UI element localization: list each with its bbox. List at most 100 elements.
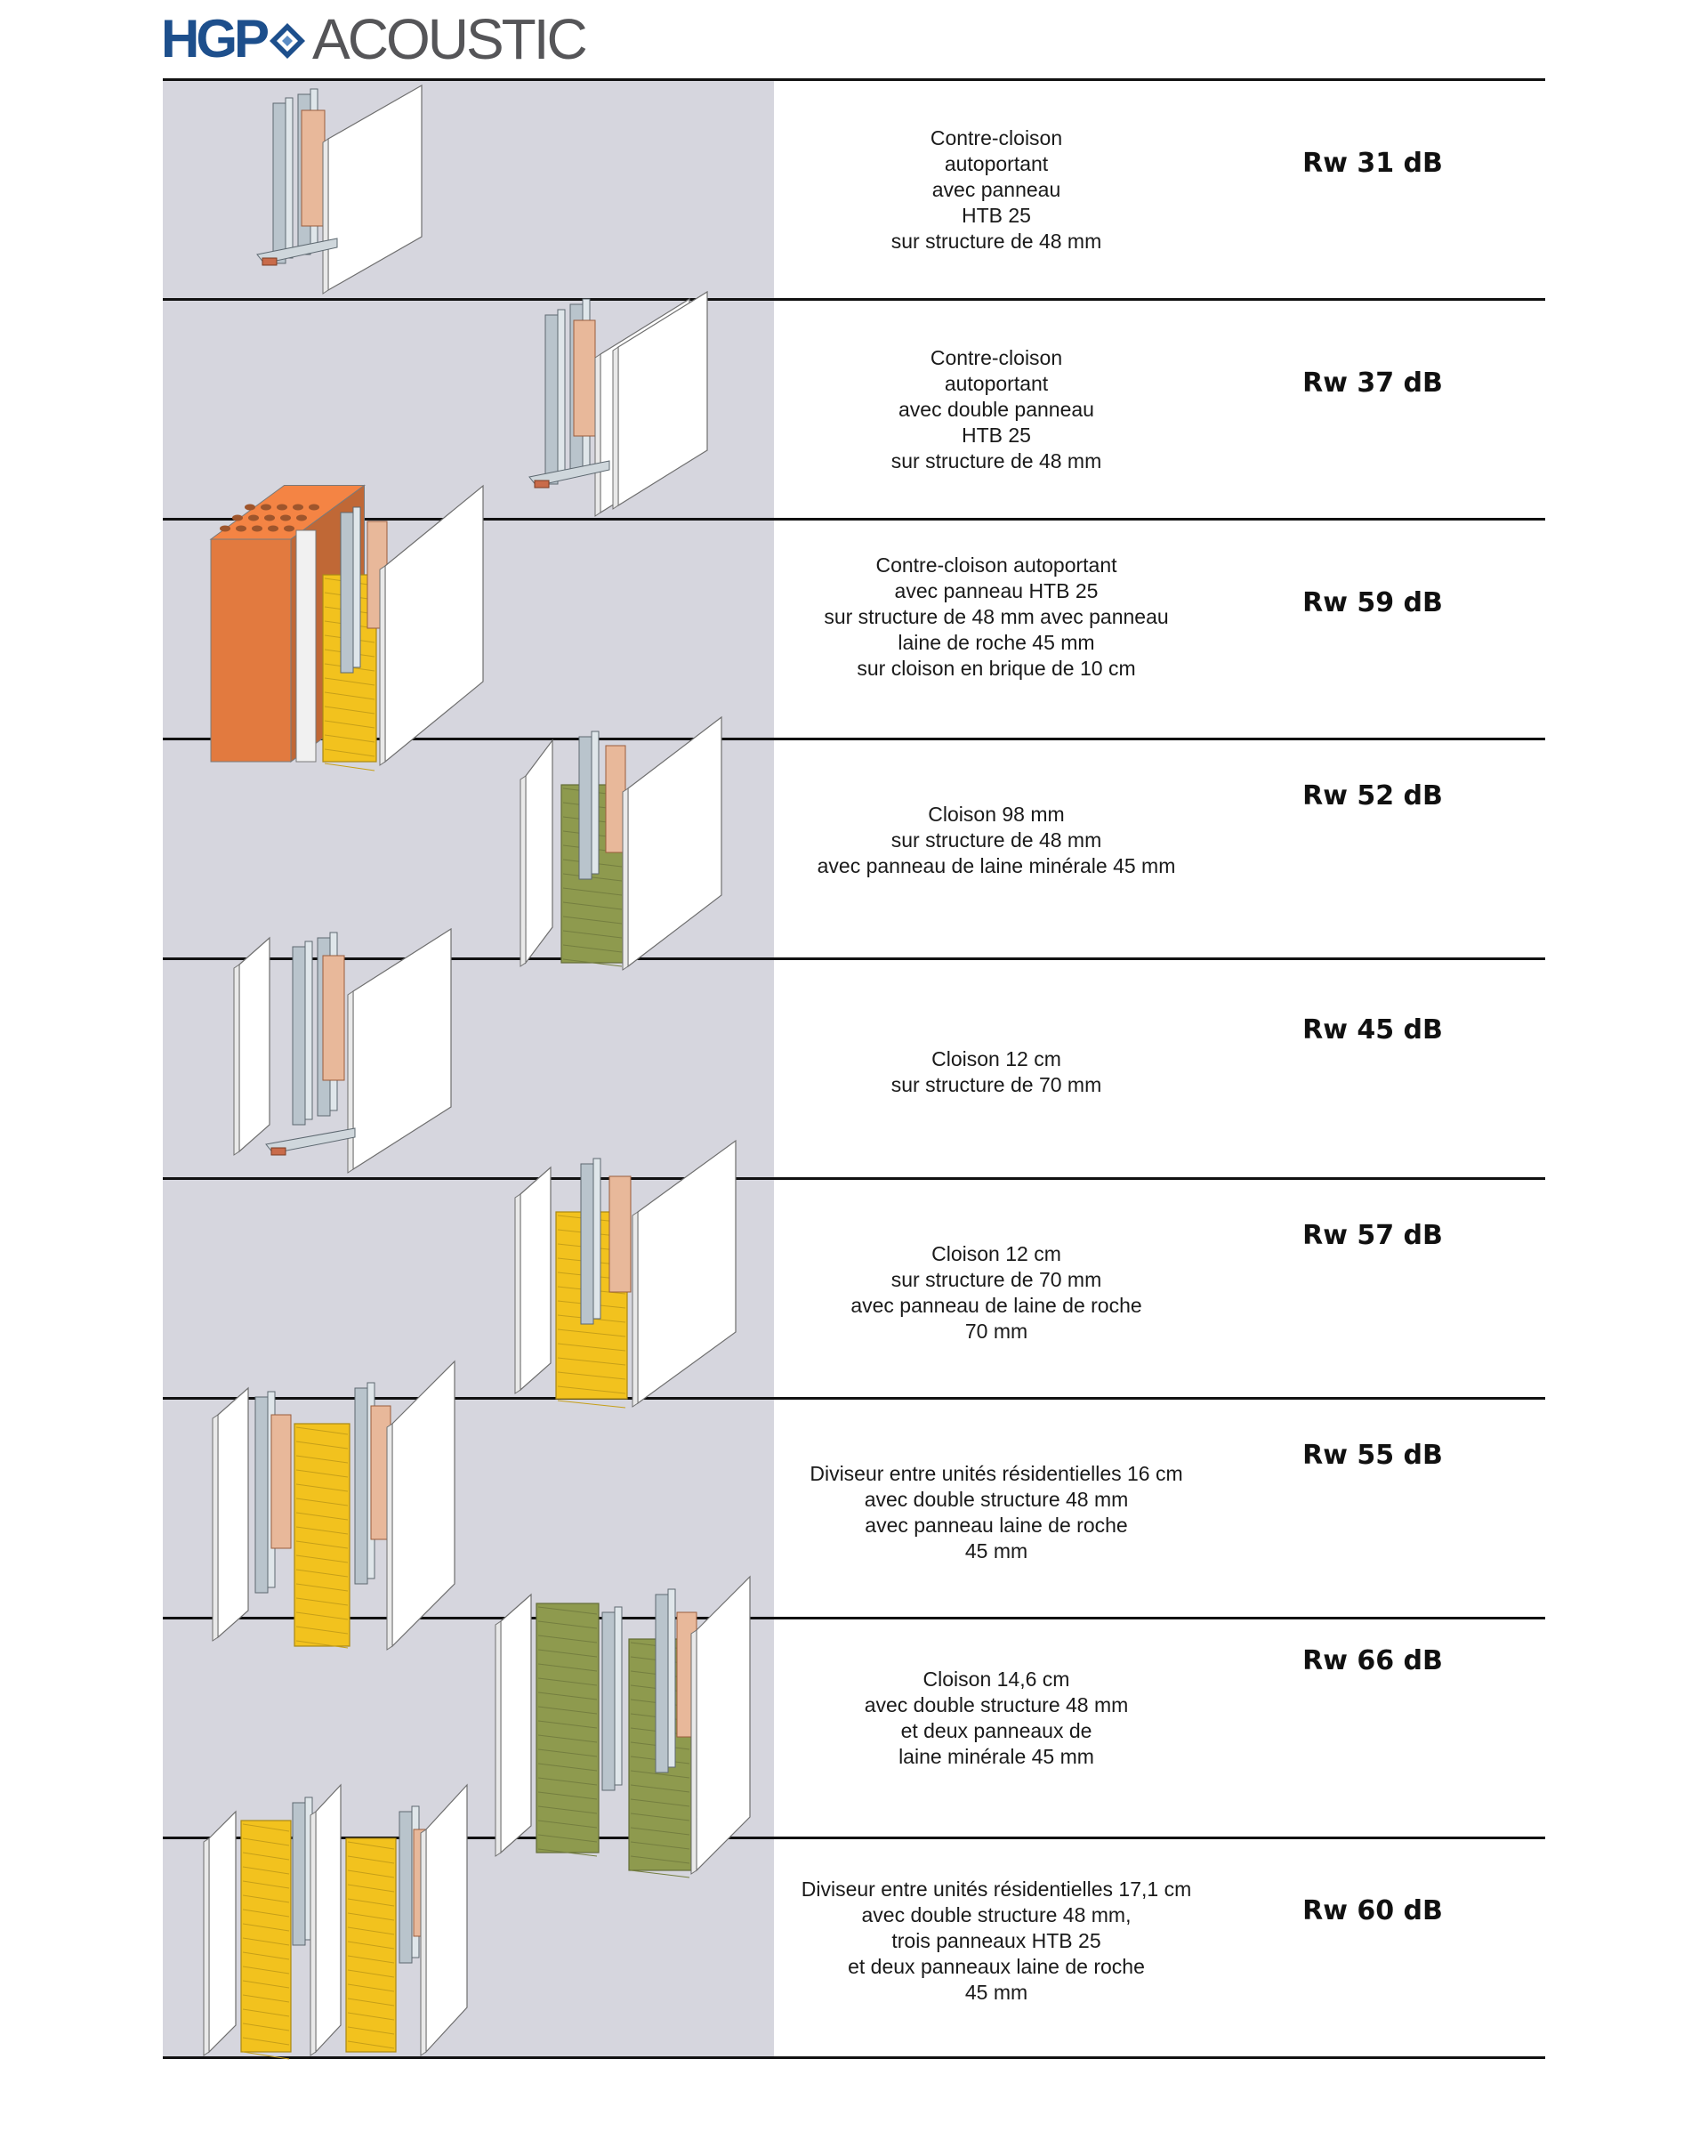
stud bbox=[340, 512, 354, 674]
rock-wool-panel-second-fiber bbox=[347, 1983, 395, 1992]
mineral-wool-panel-fiber bbox=[537, 1834, 598, 1843]
floor-track bbox=[528, 460, 610, 487]
rock-wool-panel-second-fiber bbox=[347, 1998, 395, 2007]
brick-cell bbox=[280, 514, 291, 521]
partition-drawing bbox=[514, 1139, 737, 1409]
mineral-wool-panel-fiber bbox=[537, 1692, 598, 1700]
stud-flange bbox=[557, 309, 566, 480]
row-separator bbox=[163, 1837, 1545, 1839]
stud-insert bbox=[608, 1175, 632, 1293]
stud bbox=[254, 1396, 269, 1594]
rock-wool-panel bbox=[240, 1820, 292, 2053]
stud-flange bbox=[285, 97, 294, 259]
plasterboard-back bbox=[238, 936, 270, 1153]
partition-drawing bbox=[209, 484, 484, 771]
mineral-wool-panel bbox=[536, 1603, 600, 1853]
plasterboard bbox=[384, 484, 484, 763]
stud-flange bbox=[352, 506, 361, 668]
stud bbox=[601, 1611, 616, 1791]
mineral-wool-panel-fiber bbox=[562, 873, 623, 882]
row-rating: Rw 57 dB bbox=[1302, 1220, 1443, 1251]
mineral-wool-panel-fiber bbox=[562, 901, 623, 910]
brick-cell bbox=[261, 504, 271, 511]
plasterboard-front-edge bbox=[622, 787, 629, 971]
row-description: Diviseur entre unités résidentielles 17,… bbox=[801, 1877, 1192, 2004]
rock-wool-panel-second-fiber bbox=[347, 1912, 395, 1921]
mineral-wool-panel-second-fiber bbox=[630, 1869, 690, 1878]
plasterboard-front bbox=[696, 1575, 751, 1872]
illustration-double-board-counter-partition bbox=[519, 279, 723, 529]
brick-cell bbox=[252, 525, 262, 532]
partition-drawing bbox=[528, 290, 708, 517]
rock-wool-panel-fiber bbox=[242, 1980, 290, 1989]
row-separator bbox=[163, 518, 1545, 521]
plasterboard-front-edge bbox=[690, 1629, 697, 1875]
partition-drawing bbox=[256, 84, 423, 295]
rock-wool-panel-fiber bbox=[295, 1626, 349, 1635]
plasterboard-back-edge bbox=[233, 964, 240, 1156]
plasterboard-second bbox=[617, 290, 708, 507]
plasterboard-front bbox=[637, 1139, 737, 1405]
plasterboard-back-edge bbox=[520, 775, 527, 967]
floor-track-seal bbox=[270, 1147, 286, 1156]
row-rating: Rw 59 dB bbox=[1302, 587, 1443, 618]
rock-wool-panel-fiber bbox=[324, 691, 375, 700]
rock-wool-panel-second-fiber bbox=[347, 1941, 395, 1950]
brick-cell bbox=[236, 525, 246, 532]
brick-cell bbox=[277, 504, 287, 511]
table-row: Cloison 14,6 cm avec double structure 48… bbox=[163, 1617, 1545, 1837]
row-rating: Rw 37 dB bbox=[1302, 367, 1443, 399]
illustration-double-structure-rockwool-divider bbox=[209, 1344, 458, 1655]
illustration-rockwool-70-partition bbox=[512, 1132, 743, 1409]
stud-flange bbox=[614, 1606, 623, 1786]
row-rating: Rw 60 dB bbox=[1302, 1895, 1443, 1926]
brick-wall bbox=[210, 538, 292, 763]
plasterboard-front bbox=[425, 1783, 468, 2054]
rock-wool-panel-fiber bbox=[295, 1498, 349, 1506]
brick-cell bbox=[232, 514, 243, 521]
row-description: Contre-cloison autoportant avec panneau … bbox=[824, 553, 1169, 680]
row-rating: Rw 52 dB bbox=[1302, 780, 1443, 812]
rock-wool-panel-fiber bbox=[295, 1597, 349, 1606]
brick-cell bbox=[293, 504, 303, 511]
rock-wool-panel-fiber bbox=[242, 2037, 290, 2046]
mineral-wool-panel-fiber bbox=[537, 1820, 598, 1829]
plasterboard-back bbox=[525, 739, 553, 965]
row-description: Cloison 12 cm sur structure de 70 mm bbox=[890, 1047, 1102, 1096]
table-row: Contre-cloison autoportant avec double p… bbox=[163, 298, 1545, 518]
row-description: Diviseur entre unités résidentielles 16 … bbox=[810, 1462, 1183, 1562]
stud-insert bbox=[301, 109, 326, 227]
stud bbox=[272, 102, 286, 264]
rock-wool-panel-second-fiber bbox=[347, 1955, 395, 1964]
rock-wool-panel-fiber bbox=[324, 734, 375, 743]
stud bbox=[544, 314, 559, 485]
mineral-wool-panel-fiber bbox=[537, 1677, 598, 1686]
logo-hgp-text: HGP bbox=[161, 9, 270, 69]
rock-wool-panel-fiber bbox=[242, 1994, 290, 2003]
mineral-wool-panel-fiber bbox=[537, 1720, 598, 1729]
brick-cell bbox=[284, 525, 294, 532]
mineral-wool-panel-fiber bbox=[537, 1734, 598, 1743]
plasterboard-back-edge bbox=[495, 1620, 502, 1857]
rock-wool-panel-fiber bbox=[295, 1554, 349, 1563]
rock-wool-panel-fiber bbox=[242, 2023, 290, 2031]
mineral-wool-panel-fiber bbox=[562, 944, 623, 953]
mineral-wool-panel-second-fiber bbox=[630, 1841, 690, 1850]
partition-drawing bbox=[233, 927, 452, 1174]
rock-wool-panel-fiber bbox=[557, 1357, 626, 1366]
rock-wool-panel-second-fiber bbox=[347, 2012, 395, 2021]
mineral-wool-panel-fiber bbox=[562, 916, 623, 925]
rock-wool-panel-fiber bbox=[295, 1512, 349, 1521]
stud bbox=[655, 1594, 669, 1773]
plasterboard-middle bbox=[315, 1783, 342, 2054]
plasterboard-back-edge bbox=[514, 1193, 521, 1394]
plasterboard-edge bbox=[322, 138, 329, 295]
row-separator bbox=[163, 298, 1545, 301]
plasterboard-edge bbox=[594, 353, 601, 517]
brick-cell bbox=[264, 514, 275, 521]
rock-wool-panel-fiber bbox=[242, 1866, 290, 1875]
plasterboard-front bbox=[391, 1360, 455, 1648]
stud-insert bbox=[270, 1414, 292, 1549]
mineral-wool-panel-fiber bbox=[537, 1620, 598, 1629]
stud bbox=[292, 946, 306, 1126]
